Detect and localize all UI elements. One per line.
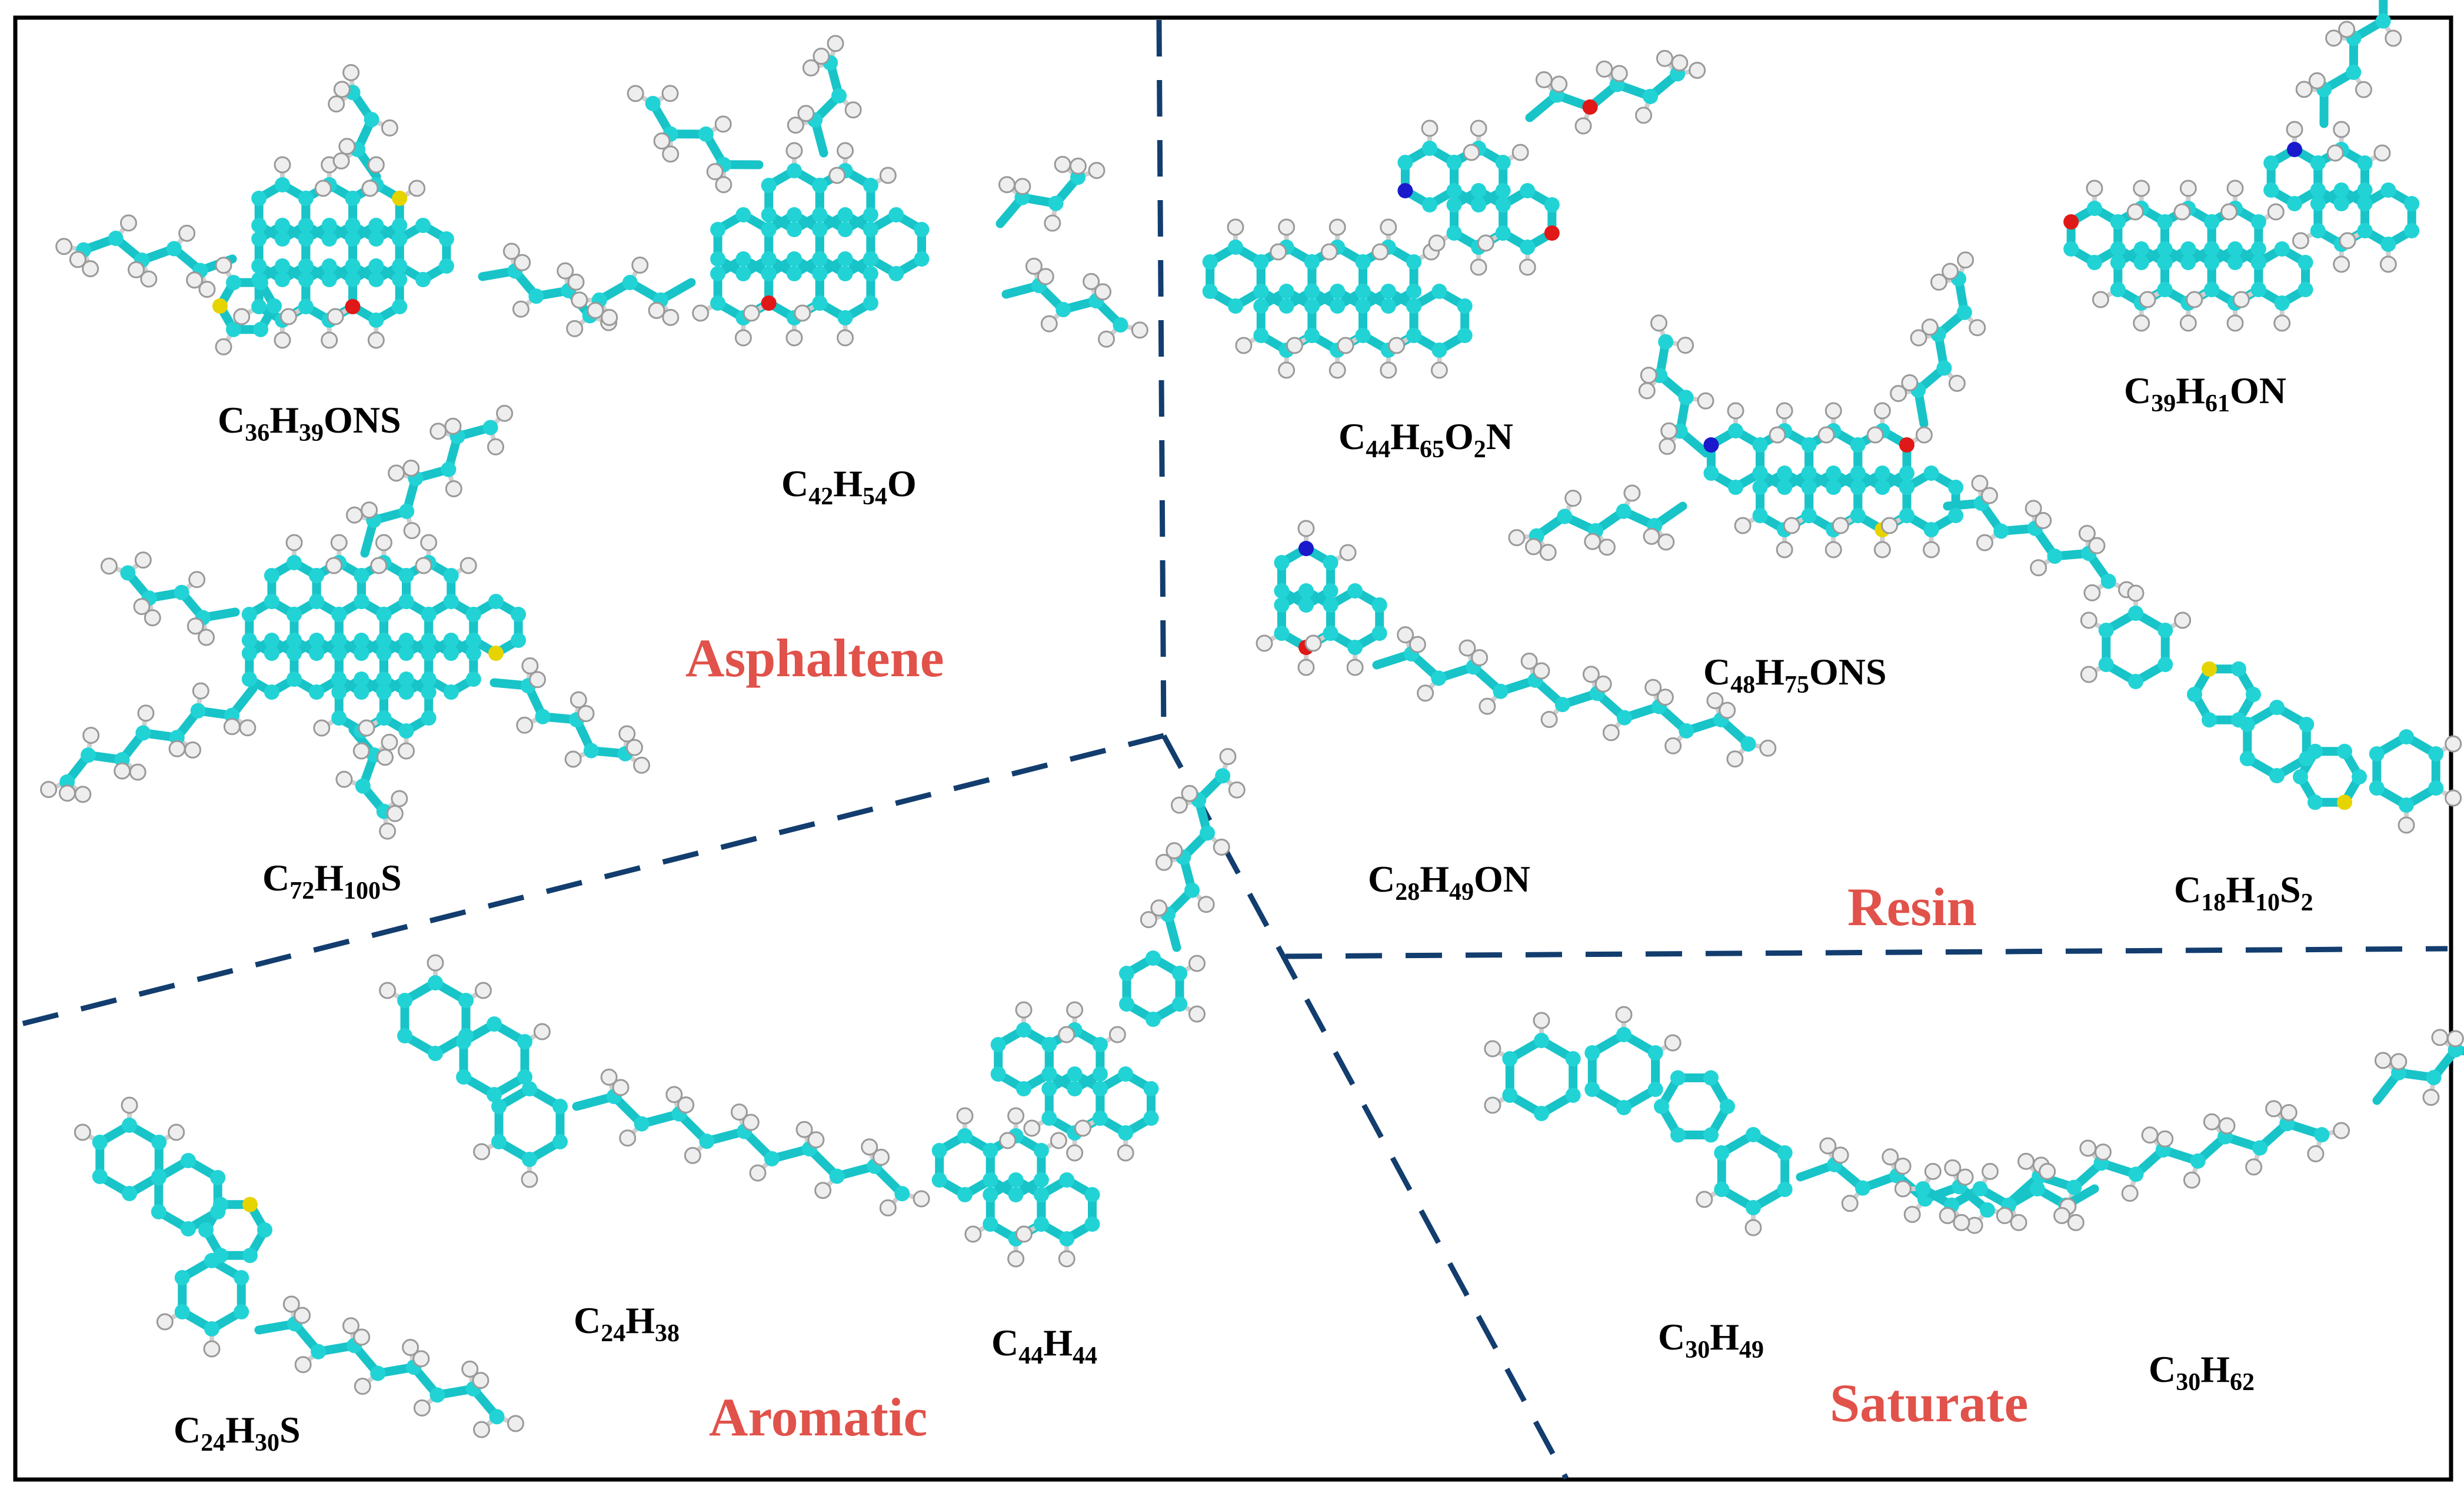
molecule-c48h75ons xyxy=(1508,251,2136,601)
formula-c39h61on: C39H61ON xyxy=(2124,370,2286,417)
molecule-c24h30s xyxy=(74,1096,524,1438)
group-label-saturate: Saturate xyxy=(1830,1373,2029,1433)
formula-c24h38: C24H38 xyxy=(574,1299,680,1347)
group-label-resin: Resin xyxy=(1847,877,1977,937)
molecule-c36h39ons xyxy=(55,64,618,355)
formula-c44h44: C44H44 xyxy=(991,1322,1097,1369)
formula-c18h10s2: C18H10S2 xyxy=(2174,869,2313,916)
molecule-c24h38 xyxy=(379,954,930,1216)
formula-c24h30s: C24H30S xyxy=(174,1409,301,1457)
molecule-c18h10s2 xyxy=(2080,584,2462,834)
molecule-c42h54o xyxy=(571,35,1148,348)
formula-c42h54o: C42H54O xyxy=(781,463,917,510)
divider-lines xyxy=(15,19,2448,1480)
formula-c30h62: C30H62 xyxy=(2149,1348,2255,1396)
molecule-c39h61on xyxy=(2063,0,2420,332)
divider-aromatic-saturate xyxy=(1161,734,1569,1480)
formula-c72h100s: C72H100S xyxy=(262,857,402,905)
group-label-asphaltene: Asphaltene xyxy=(685,628,944,688)
formula-c36h39ons: C36H39ONS xyxy=(218,399,401,447)
divider-asphaltene-aromatic xyxy=(15,733,1165,1028)
formula-c48h75ons: C48H75ONS xyxy=(1703,651,1887,699)
molecule-c28h49on xyxy=(1256,520,1777,768)
molecule-c44h65o2n xyxy=(1202,49,1706,379)
molecule-c30h62 xyxy=(1894,1029,2464,1231)
divider-resin-saturate xyxy=(1285,946,2448,959)
molecule-c72h100s xyxy=(40,404,651,840)
molecule-c30h49 xyxy=(1484,1006,2016,1236)
formula-c44h65o2n: C44H65O2N xyxy=(1338,415,1513,463)
formula-c30h49: C30H49 xyxy=(1658,1316,1764,1364)
group-label-aromatic: Aromatic xyxy=(709,1387,928,1447)
molecule-c44h44 xyxy=(931,747,1246,1268)
formula-c28h49on: C28H49ON xyxy=(1368,858,1530,906)
